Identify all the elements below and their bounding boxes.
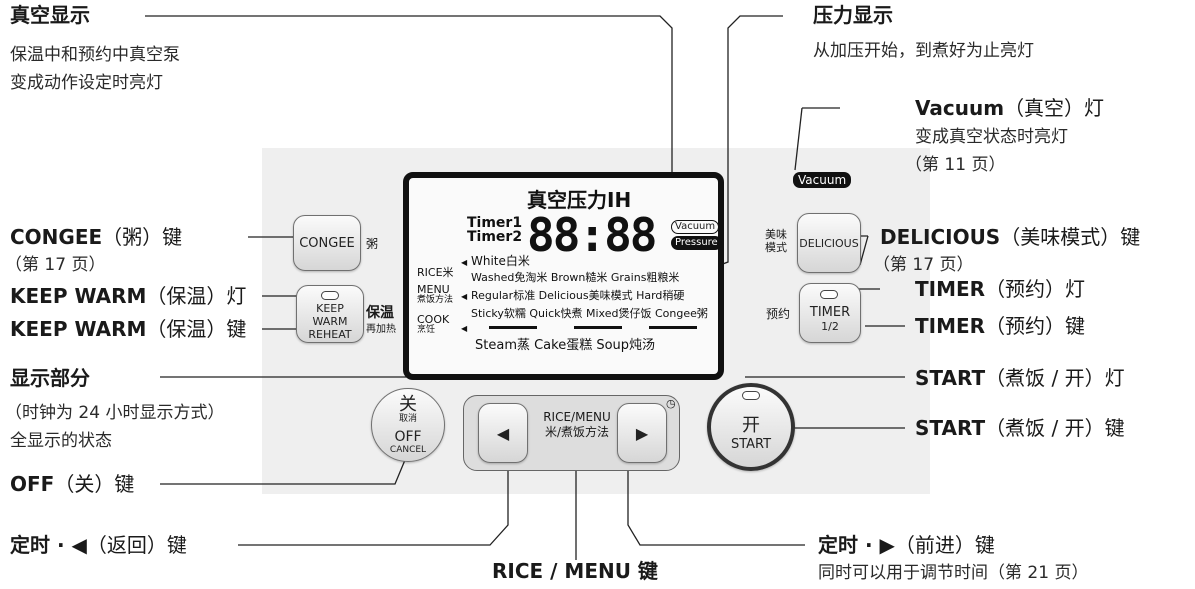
reheat-cn: 再加热	[366, 324, 396, 335]
congee-button[interactable]: CONGEE	[293, 215, 361, 271]
keep-warm-button[interactable]: KEEP WARM REHEAT	[296, 285, 364, 343]
congee-key-desc1: （第 17 页）	[5, 255, 106, 275]
rice-menu-label[interactable]: RICE/MENU 米/煮饭方法	[533, 410, 621, 440]
lcd-arrow-3: ◀	[461, 324, 468, 333]
vacuum-lamp-desc2: （第 11 页）	[905, 155, 1006, 175]
timer-btn-line2: 1/2	[821, 320, 839, 333]
display-section-desc1: （时钟为 24 小时显示方式）	[5, 403, 225, 423]
lcd-row-1: White白米	[471, 254, 530, 268]
rice-menu-en: RICE/MENU	[543, 410, 611, 424]
lcd-menu-label: MENU	[417, 283, 450, 296]
delicious-key-title: DELICIOUS（美味模式）键	[880, 225, 1141, 249]
lcd-menu-cn: 煮饭方法	[417, 295, 454, 305]
timer-forward-key-title: 定时 · ▶（前进）键	[818, 533, 995, 557]
timer-btn-line1: TIMER	[809, 305, 851, 320]
keep-warm-btn-line2: REHEAT	[308, 327, 352, 341]
delicious-cn-2: 模式	[765, 241, 787, 254]
keep-warm-lamp	[321, 291, 339, 300]
pressure-display-desc1: 从加压开始，到煮好为止亮灯	[813, 41, 1034, 61]
keep-warm-lamp-title: KEEP WARM（保温）灯	[10, 284, 247, 308]
timer-forward-key-desc1: 同时可以用于调节时间（第 21 页）	[818, 563, 1089, 583]
off-cn-small: 取消	[398, 413, 417, 424]
timer-button[interactable]: TIMER 1/2	[799, 283, 861, 343]
rice-menu-key-title: RICE / MENU 键	[492, 559, 658, 583]
lcd-cook-cn: 烹饪	[417, 325, 436, 335]
lcd-header: 真空压力IH	[527, 188, 632, 212]
lcd-display: 真空压力IH Timer1 Timer2 88:88 Vacuum Pressu…	[403, 172, 724, 380]
delicious-key-desc1: （第 17 页）	[873, 255, 974, 275]
start-cn: 开	[742, 414, 760, 436]
clock-icon: ◷	[666, 397, 676, 410]
keep-warm-cn: 保温	[366, 305, 394, 321]
off-en: OFF	[394, 428, 422, 445]
lcd-row-3: Regular标准 Delicious美味模式 Hard稍硬	[471, 289, 685, 302]
vacuum-display-title: 真空显示	[10, 3, 90, 27]
vacuum-display-desc2: 变成动作设定时亮灯	[10, 73, 163, 93]
display-section-desc2: 全显示的状态	[10, 431, 112, 451]
start-lamp-title: START（煮饭 / 开）灯	[915, 366, 1125, 390]
delicious-button[interactable]: DELICIOUS	[797, 213, 861, 273]
start-en: START	[730, 436, 772, 452]
off-cn: 关	[399, 393, 417, 415]
vacuum-lamp-title: Vacuum（真空）灯	[915, 96, 1105, 120]
lcd-pressure-indicator: Pressure	[671, 236, 722, 250]
lcd-row-2: Washed免淘米 Brown糙米 Grains粗粮米	[471, 271, 680, 284]
lcd-row-4: Sticky软糯 Quick快煮 Mixed煲仔饭 Congee粥	[471, 307, 708, 320]
off-key-title: OFF（关）键	[10, 472, 135, 496]
start-button[interactable]: 开 START	[707, 383, 795, 471]
timer-forward-button[interactable]: ▶	[617, 403, 667, 463]
timer-back-button[interactable]: ◀	[478, 403, 528, 463]
timer-lamp-title: TIMER（预约）灯	[915, 277, 1086, 301]
keep-warm-btn-line1: KEEP WARM	[312, 301, 348, 328]
vacuum-display-desc1: 保温中和预约中真空泵	[10, 45, 180, 65]
lcd-row-5: Steam蒸 Cake蛋糕 Soup炖汤	[475, 338, 656, 353]
lcd-clock: 88:88	[527, 208, 657, 262]
timer-back-key-title: 定时 · ◀（返回）键	[10, 533, 187, 557]
lcd-cook-label: COOK	[417, 313, 450, 326]
display-section-title: 显示部分	[10, 366, 90, 390]
timer-lamp	[820, 290, 838, 299]
vacuum-badge: Vacuum	[793, 172, 852, 188]
rice-menu-cn: 米/煮饭方法	[544, 425, 610, 439]
off-en-small: CANCEL	[389, 444, 427, 455]
lcd-bar-3	[649, 326, 697, 329]
lcd-timer1: Timer1	[467, 215, 523, 231]
start-key-title: START（煮饭 / 开）键	[915, 416, 1125, 440]
lcd-arrow-1: ◀	[461, 258, 468, 267]
lcd-timer2: Timer2	[467, 229, 523, 245]
lcd-bar-1	[489, 326, 537, 329]
congee-key-title: CONGEE（粥）键	[10, 225, 183, 249]
delicious-cn-1: 美味	[765, 228, 787, 241]
timer-key-title: TIMER（预约）键	[915, 314, 1086, 338]
start-lamp	[742, 391, 760, 400]
lcd-bar-2	[574, 326, 622, 329]
pressure-display-title: 压力显示	[813, 3, 893, 27]
vacuum-lamp-desc1: 变成真空状态时亮灯	[915, 127, 1068, 147]
timer-cn-label: 预约	[766, 307, 791, 321]
off-cancel-button[interactable]: 关 取消 OFF CANCEL	[371, 388, 445, 462]
congee-cn-label: 粥	[366, 237, 379, 251]
lcd-vacuum-indicator: Vacuum	[671, 220, 720, 234]
keep-warm-key-title: KEEP WARM（保温）键	[10, 317, 247, 341]
lcd-arrow-2: ◀	[461, 292, 468, 301]
lcd-rice-label: RICE米	[417, 266, 454, 279]
